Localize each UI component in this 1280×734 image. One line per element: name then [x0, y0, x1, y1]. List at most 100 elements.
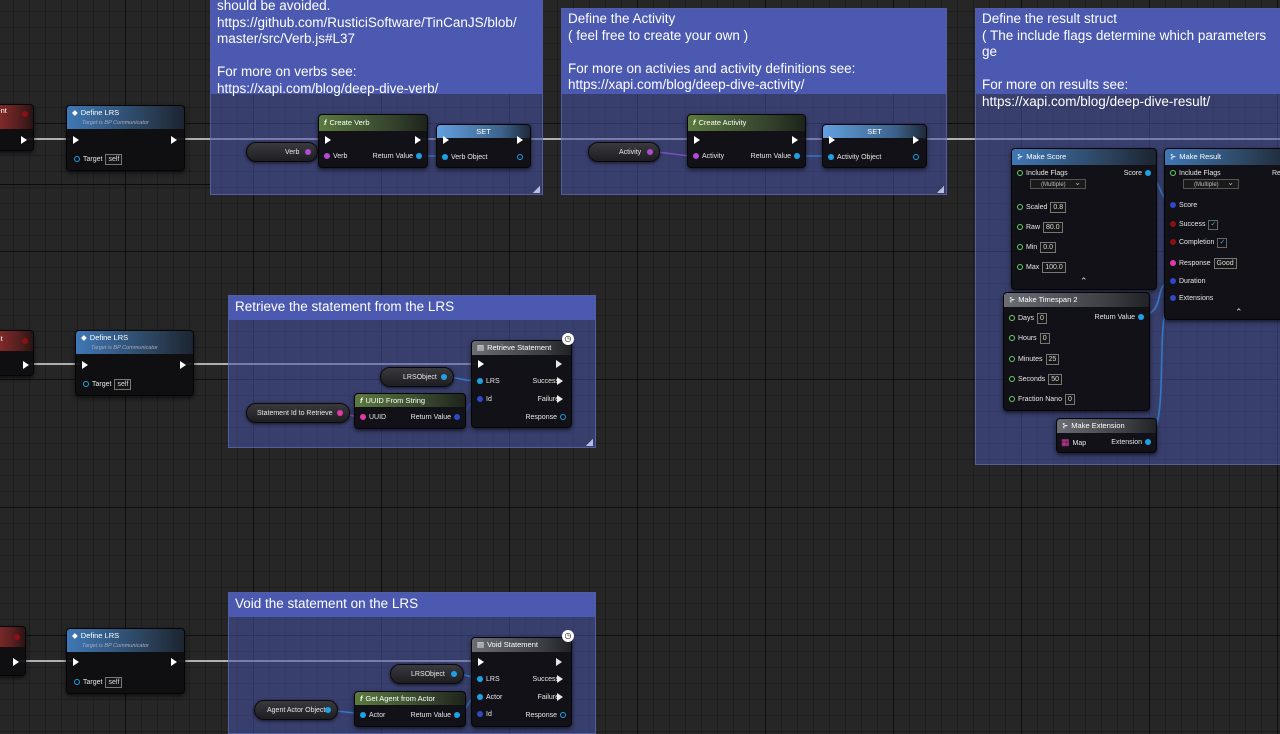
exec-out-pin[interactable] — [792, 136, 798, 144]
activity-in-pin[interactable] — [693, 153, 699, 160]
lrs-out-pin[interactable] — [451, 671, 457, 677]
lrs-out-pin[interactable] — [441, 374, 447, 380]
define-lrs-node-3[interactable]: ◆Define LRS Target is BP Communicator Ta… — [66, 628, 185, 694]
exec-out-pin[interactable] — [21, 136, 27, 144]
scaled-pin[interactable] — [1017, 204, 1023, 211]
exec-in-pin[interactable] — [694, 136, 700, 144]
minutes-pin[interactable] — [1009, 356, 1015, 363]
score-in-pin[interactable] — [1170, 202, 1176, 209]
target-pin[interactable] — [83, 381, 89, 388]
collapse-icon[interactable]: ⌃ — [1235, 307, 1243, 317]
event-node-statement-2[interactable]: ment — [0, 330, 34, 376]
response-pin[interactable] — [1170, 260, 1176, 267]
return-pin[interactable] — [454, 712, 460, 719]
lrs-object-variable[interactable]: LRSObject — [380, 367, 454, 387]
fraction-field[interactable]: 0 — [1064, 394, 1075, 405]
min-pin[interactable] — [1017, 244, 1023, 251]
response-pin[interactable] — [560, 712, 566, 719]
minutes-field[interactable]: 25 — [1045, 354, 1060, 365]
seconds-pin[interactable] — [1009, 376, 1015, 383]
target-pin[interactable] — [74, 679, 80, 686]
make-score-node[interactable]: ⊱Make Score Include Flags (Multiple) Sco… — [1011, 148, 1157, 290]
delegate-pin[interactable] — [14, 634, 20, 640]
delegate-pin[interactable] — [22, 338, 28, 344]
completion-checkbox[interactable]: ✓ — [1217, 238, 1228, 248]
extension-out-pin[interactable] — [1145, 439, 1151, 446]
uuid-in-pin[interactable] — [360, 414, 366, 421]
event-node-statement-1[interactable]: ement ent — [0, 104, 34, 151]
make-result-node[interactable]: ⊱Make Result Include Flags Re (Multiple)… — [1164, 148, 1280, 320]
retrieve-statement-node[interactable]: ▤Retrieve Statement LRS Id Success Failu… — [471, 340, 572, 428]
response-field[interactable]: Good — [1213, 258, 1237, 269]
activity-variable[interactable]: Activity — [588, 142, 660, 162]
exec-out-pin[interactable] — [180, 361, 186, 369]
event-node-statement-3[interactable]: ent — [0, 626, 26, 676]
return-pin[interactable] — [1138, 314, 1144, 321]
actor-in-pin[interactable] — [477, 694, 483, 701]
activity-object-in-pin[interactable] — [828, 154, 834, 161]
seconds-field[interactable]: 50 — [1048, 374, 1063, 385]
target-field[interactable]: self — [105, 154, 123, 165]
success-exec-pin[interactable] — [557, 675, 563, 683]
define-lrs-node-1[interactable]: ◆Define LRS Target is BP Communicator Ta… — [66, 105, 185, 171]
lrs-in-pin[interactable] — [477, 676, 483, 683]
verb-out-pin[interactable] — [305, 149, 311, 155]
exec-in-pin[interactable] — [829, 136, 835, 144]
include-flags-pin[interactable] — [1170, 170, 1176, 177]
return-pin[interactable] — [454, 414, 460, 421]
failure-exec-pin[interactable] — [557, 395, 563, 403]
verb-in-pin[interactable] — [324, 153, 330, 160]
exec-out-pin[interactable] — [556, 360, 562, 368]
statement-id-variable[interactable]: Statement Id to Retrieve — [246, 403, 350, 423]
exec-in-pin[interactable] — [325, 136, 331, 144]
actor-in-pin[interactable] — [360, 712, 366, 719]
set-verb-node[interactable]: SET Verb Object — [436, 124, 531, 168]
verb-object-in-pin[interactable] — [442, 154, 448, 161]
include-flags-pin[interactable] — [1017, 170, 1023, 177]
duration-pin[interactable] — [1170, 278, 1176, 285]
days-field[interactable]: 0 — [1036, 313, 1047, 324]
statement-id-out-pin[interactable] — [337, 410, 343, 416]
exec-out-pin[interactable] — [556, 658, 562, 666]
hours-pin[interactable] — [1009, 335, 1015, 342]
raw-field[interactable]: 80.0 — [1043, 222, 1063, 233]
id-in-pin[interactable] — [477, 396, 483, 403]
define-lrs-node-2[interactable]: ◆Define LRS Target is BP Communicator Ta… — [75, 330, 194, 396]
exec-in-pin[interactable] — [478, 360, 484, 368]
completion-pin[interactable] — [1170, 239, 1176, 246]
collapse-icon[interactable]: ⌃ — [1080, 276, 1088, 286]
failure-exec-pin[interactable] — [557, 693, 563, 701]
activity-out-pin[interactable] — [647, 149, 653, 155]
response-pin[interactable] — [560, 414, 566, 421]
include-flags-dropdown[interactable]: (Multiple) — [1030, 178, 1086, 189]
target-field[interactable]: self — [105, 677, 123, 688]
target-pin[interactable] — [74, 156, 80, 163]
delegate-pin[interactable] — [22, 111, 28, 117]
scaled-field[interactable]: 0.8 — [1050, 202, 1067, 213]
fraction-pin[interactable] — [1009, 396, 1015, 403]
return-pin[interactable] — [794, 153, 800, 160]
include-flags-dropdown[interactable]: (Multiple) — [1183, 178, 1239, 189]
exec-in-pin[interactable] — [82, 361, 88, 369]
exec-in-pin[interactable] — [73, 658, 79, 666]
days-pin[interactable] — [1009, 315, 1015, 322]
void-statement-node[interactable]: ▤Void Statement LRS Actor Id Success Fai… — [471, 637, 572, 727]
exec-in-pin[interactable] — [478, 658, 484, 666]
exec-in-pin[interactable] — [443, 136, 449, 144]
exec-in-pin[interactable] — [73, 136, 79, 144]
exec-out-pin[interactable] — [171, 658, 177, 666]
max-pin[interactable] — [1017, 264, 1023, 271]
exec-out-pin[interactable] — [517, 136, 523, 144]
lrs-in-pin[interactable] — [477, 378, 483, 385]
min-field[interactable]: 0.0 — [1040, 242, 1057, 253]
exec-out-pin[interactable] — [913, 136, 919, 144]
raw-pin[interactable] — [1017, 224, 1023, 231]
verb-object-out-pin[interactable] — [517, 154, 523, 160]
score-out-pin[interactable] — [1145, 170, 1151, 177]
success-pin[interactable] — [1170, 221, 1176, 228]
max-field[interactable]: 100.0 — [1042, 262, 1066, 273]
